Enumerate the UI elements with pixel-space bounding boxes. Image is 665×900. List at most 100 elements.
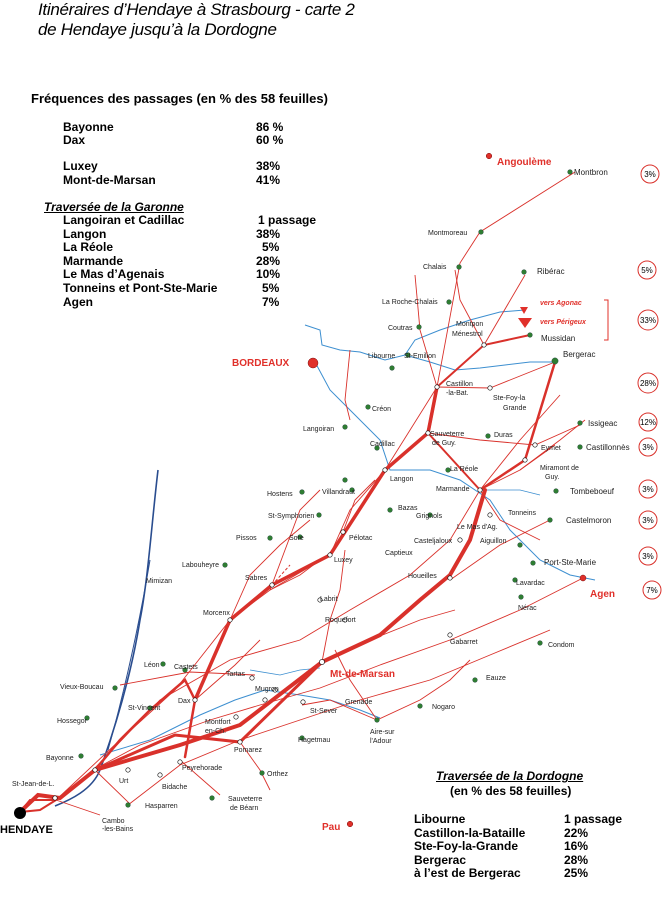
label-la-reole: La Réole xyxy=(450,466,478,473)
river-garonne xyxy=(314,361,596,581)
label-la-roche-chalais: La Roche-Chalais xyxy=(382,299,438,306)
label-grenade: Grenade xyxy=(345,699,372,706)
label-vieux-boucau: Vieux-Boucau xyxy=(60,684,104,691)
garonne-value: 5% xyxy=(262,240,280,254)
major-labels: Angoulème BORDEAUX Agen Mt-de-Marsan Pau… xyxy=(0,157,615,836)
label-castelmoron: Castelmoron xyxy=(566,516,611,525)
garonne-value: 28% xyxy=(256,254,281,268)
garonne-name: Agen xyxy=(63,295,93,309)
label-peyrehorade: Peyrehorade xyxy=(182,765,222,772)
garonne-name: Tonneins et Pont-Ste-Marie xyxy=(63,281,218,295)
dordogne-value: 1 passage xyxy=(564,812,623,826)
label-captieux: Captieux xyxy=(385,550,413,557)
label-labouheyre: Labouheyre xyxy=(182,562,219,569)
label-nerac: Nérac xyxy=(518,605,537,612)
river-adour xyxy=(99,689,381,756)
label-tonneins: Tonneins xyxy=(508,510,537,517)
label-bayonne: Bayonne xyxy=(46,755,74,762)
garonne-value: 10% xyxy=(256,267,281,281)
dordogne-value: 25% xyxy=(564,866,589,880)
dordogne-value: 16% xyxy=(564,839,589,853)
label-miramont: Miramont de xyxy=(540,465,579,472)
garonne-name: Langon xyxy=(63,227,107,241)
circle-tombeboeuf xyxy=(638,479,658,499)
frequences-heading: Fréquences des passages (en % des 58 feu… xyxy=(31,91,328,106)
label-chalais: Chalais xyxy=(423,264,447,271)
label-leon: Léon xyxy=(144,662,160,669)
coast-inner xyxy=(107,559,151,751)
frequence-name: Luxey xyxy=(63,159,98,173)
label-eymet: Eymet xyxy=(541,445,561,452)
label-gabarret: Gabarret xyxy=(450,639,478,646)
label-mont-de-marsan: Mt-de-Marsan xyxy=(330,669,395,680)
percent-circles xyxy=(637,164,662,600)
label-st-sever: St-Sever xyxy=(310,708,338,715)
label-cambo: Cambo xyxy=(102,818,125,825)
label-bergerac: Bergerac xyxy=(563,350,595,359)
label-st-vincent: St-Vincent xyxy=(128,705,160,712)
label-riberac: Ribérac xyxy=(537,267,565,276)
label-st-jean-de-luz: St-Jean-de-L. xyxy=(12,781,54,788)
label-duras: Duras xyxy=(494,432,513,439)
label-vers-agonac: vers Agonac xyxy=(540,300,582,307)
label-orthez: Orthez xyxy=(267,771,289,778)
rivers xyxy=(54,309,596,807)
label-urt: Urt xyxy=(119,778,128,785)
label-langoiran: Langoiran xyxy=(303,426,334,433)
dordogne-name: Ste-Foy-la-Grande xyxy=(414,839,519,853)
circle-port-ste-marie xyxy=(638,546,658,566)
label-hasparren: Hasparren xyxy=(145,803,178,810)
dordogne-name: Bergerac xyxy=(414,853,467,867)
label-issigeac: Issigeac xyxy=(588,419,617,428)
garonne-heading: Traversée de la Garonne xyxy=(44,200,184,214)
label-castillon-2: -la-Bat. xyxy=(446,390,469,397)
circle-perigueux xyxy=(637,309,659,331)
label-angouleme: Angoulème xyxy=(497,157,552,168)
label-mimizan: Mimizan xyxy=(146,578,172,585)
page-title: Itinéraires d’Hendaye à Strasbourg - car… xyxy=(38,0,355,19)
frequence-name: Bayonne xyxy=(63,120,114,134)
label-langon: Langon xyxy=(390,476,413,483)
label-ste-foy: Ste-Foy-la xyxy=(493,395,525,402)
circle-label: 3% xyxy=(642,516,654,525)
river-lot xyxy=(480,489,541,496)
label-agen: Agen xyxy=(590,589,615,600)
circle-label: 28% xyxy=(640,379,656,388)
label-bazas: Bazas xyxy=(398,505,418,512)
label-castets: Castets xyxy=(174,664,198,671)
label-dax: Dax xyxy=(178,698,191,705)
hendaye-dot xyxy=(14,807,26,819)
label-villandraut: Villandraut xyxy=(322,489,355,496)
label-lavardac: Lavardac xyxy=(516,580,545,587)
label-de-bearn: de Béarn xyxy=(230,805,259,812)
garonne-value: 5% xyxy=(262,281,280,295)
label-sore: Sore xyxy=(289,535,304,542)
dordogne-subheading: (en % des 58 feuilles) xyxy=(450,784,572,798)
label-castillonnes: Castillonnès xyxy=(586,443,630,452)
frequence-name: Mont-de-Marsan xyxy=(63,173,156,187)
garonne-name: Marmande xyxy=(63,254,124,268)
circle-bergerac xyxy=(637,372,659,394)
label-vers-perigueux: vers Périgeux xyxy=(540,319,587,326)
label-coutras: Coutras xyxy=(388,325,413,332)
label-mugron: Mugron xyxy=(255,686,279,693)
label-montpon: Montpon xyxy=(456,321,483,328)
label-miramont-2: Guy. xyxy=(545,474,559,481)
circle-label: 5% xyxy=(641,266,653,275)
garonne-name: La Réole xyxy=(63,240,114,254)
dordogne-name: à l’est de Bergerac xyxy=(414,866,521,880)
dordogne-name: Castillon-la-Bataille xyxy=(414,826,526,840)
garonne-value: 1 passage xyxy=(258,213,317,227)
label-nogaro: Nogaro xyxy=(432,704,455,711)
dordogne-heading: Traversée de la Dordogne xyxy=(436,769,584,783)
circle-riberac xyxy=(637,260,657,280)
label-mussidan: Mussidan xyxy=(541,334,575,343)
circle-label: 3% xyxy=(642,485,654,494)
label-morcenx: Morcenx xyxy=(203,610,230,617)
label-marmande: Marmande xyxy=(436,486,470,493)
label-bidache: Bidache xyxy=(162,784,187,791)
label-aiguillon: Aiguillon xyxy=(480,538,507,545)
label-tartas: Tartas xyxy=(226,671,246,678)
frequence-name: Dax xyxy=(63,133,86,147)
